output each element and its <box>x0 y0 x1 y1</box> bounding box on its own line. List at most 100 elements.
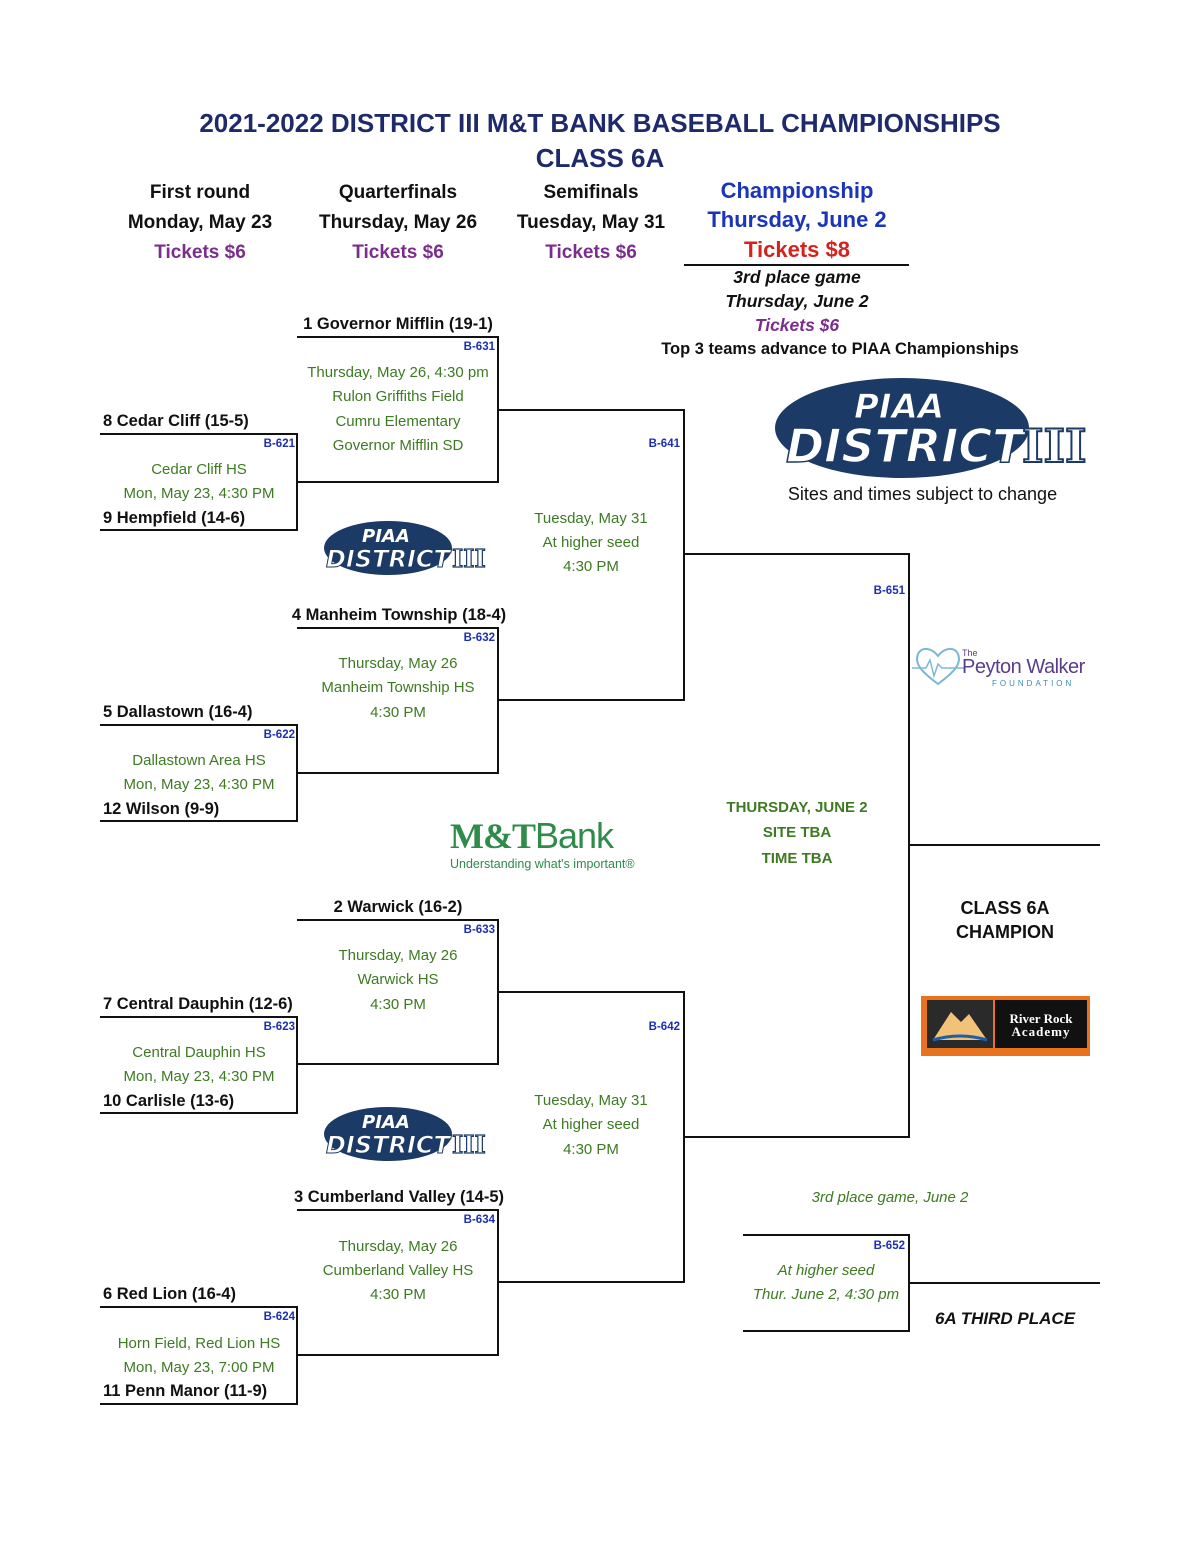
game-site: Dallastown Area HS <box>132 752 266 769</box>
game-line: Governor Mifflin SD <box>332 437 464 454</box>
round-name: Semifinals <box>543 182 639 203</box>
bracket-line <box>100 1306 297 1308</box>
game-line: Thursday, May 26 <box>338 655 458 672</box>
bracket-line <box>100 529 297 531</box>
game-line: Tuesday, May 31 <box>534 510 648 527</box>
bracket-line <box>743 1234 909 1236</box>
game-id: B-632 <box>463 632 495 644</box>
mt-tagline: Understanding what's important® <box>450 857 635 871</box>
round-name: Quarterfinals <box>338 182 458 203</box>
heart-icon <box>912 648 964 686</box>
bracket-line <box>297 336 499 338</box>
team-label: 7 Central Dauphin (12-6) <box>103 995 293 1013</box>
game-line: 4:30 PM <box>563 558 619 575</box>
bracket-line <box>297 1063 499 1065</box>
bracket-line <box>683 1136 909 1138</box>
third-place-date: Thursday, June 2 <box>725 291 869 311</box>
river-rock-academy: Academy <box>1011 1024 1071 1039</box>
piaa-district-logo-small: PIAA DISTRICT III <box>322 1105 492 1165</box>
game-line: 4:30 PM <box>370 704 426 721</box>
game-line: Warwick HS <box>357 971 439 988</box>
piaa-bottom-text: DISTRICT <box>786 419 1027 473</box>
game-line: 4:30 PM <box>370 996 426 1013</box>
river-rock-name: River Rock <box>1009 1011 1073 1026</box>
team-label: 5 Dallastown (16-4) <box>103 703 253 721</box>
bracket-line <box>297 772 499 774</box>
round-date: Thursday, June 2 <box>707 207 887 232</box>
third-place-caption: 3rd place game, June 2 <box>811 1189 969 1206</box>
round-name: First round <box>149 182 251 203</box>
bracket-line <box>296 1016 298 1114</box>
round-tickets: Tickets $8 <box>743 237 850 262</box>
team-label: 9 Hempfield (14-6) <box>103 509 246 527</box>
game-line: Rulon Griffiths Field <box>332 388 464 405</box>
piaa-roman-text: III <box>452 1130 486 1159</box>
third-place-title: 3rd place game <box>733 267 861 287</box>
team-label: 3 Cumberland Valley (14-5) <box>294 1188 504 1206</box>
round-date: Tuesday, May 31 <box>516 212 666 233</box>
game-time: Mon, May 23, 7:00 PM <box>123 1359 275 1376</box>
game-id: B-651 <box>873 585 905 597</box>
piaa-roman-text: III <box>452 544 486 573</box>
game-site: Cedar Cliff HS <box>151 461 247 478</box>
round-semifinals: Semifinals Tuesday, May 31 Tickets $6 <box>491 178 691 268</box>
piaa-bottom-text: DISTRICT <box>326 545 452 573</box>
third-place-tickets: Tickets $6 <box>754 315 840 335</box>
champion-line1: CLASS 6A <box>960 898 1050 918</box>
round-date: Monday, May 23 <box>127 212 273 233</box>
peyton-the: The <box>962 648 978 658</box>
bracket-line <box>497 699 684 701</box>
game-site: Central Dauphin HS <box>132 1044 266 1061</box>
team-label: 4 Manheim Township (18-4) <box>291 606 507 624</box>
round-name: Championship <box>720 178 874 203</box>
bracket-line <box>297 481 499 483</box>
round-quarterfinals: Quarterfinals Thursday, May 26 Tickets $… <box>298 178 498 268</box>
advance-note: Top 3 teams advance to PIAA Championship… <box>661 340 1019 358</box>
bracket-line <box>100 433 297 435</box>
piaa-bottom-text: DISTRICT <box>326 1131 452 1159</box>
game-id: B-623 <box>263 1021 295 1033</box>
third-place-line: Thur. June 2, 4:30 pm <box>752 1286 900 1303</box>
round-tickets: Tickets $6 <box>545 242 637 263</box>
game-id: B-622 <box>263 729 295 741</box>
peyton-name: Peyton Walker <box>962 656 1085 678</box>
bracket-line <box>743 1330 909 1332</box>
team-label: 8 Cedar Cliff (15-5) <box>103 412 249 430</box>
bracket-line <box>297 627 499 629</box>
sites-note: Sites and times subject to change <box>787 484 1058 504</box>
game-line: Thursday, May 26 <box>338 1238 458 1255</box>
final-line: TIME TBA <box>761 850 833 867</box>
bracket-line <box>497 1281 684 1283</box>
page-title: 2021-2022 DISTRICT III M&T BANK BASEBALL… <box>199 108 1001 138</box>
piaa-top-text: PIAA <box>854 387 944 427</box>
piaa-district-logo: PIAA DISTRICT III <box>774 376 1094 486</box>
mt-bank-logo: M&TBank Understanding what's important® <box>450 815 670 871</box>
game-time: Mon, May 23, 4:30 PM <box>123 1068 275 1085</box>
peyton-foundation: FOUNDATION <box>992 679 1075 688</box>
team-label: 12 Wilson (9-9) <box>103 800 220 818</box>
round-tickets: Tickets $6 <box>154 242 246 263</box>
game-line: Cumberland Valley HS <box>322 1262 474 1279</box>
game-line: Tuesday, May 31 <box>534 1092 648 1109</box>
bracket-line <box>100 820 297 822</box>
team-label: 6 Red Lion (16-4) <box>103 1285 236 1303</box>
championship-divider <box>684 264 909 266</box>
bracket-line <box>297 1209 499 1211</box>
champion-line <box>908 844 1100 846</box>
game-id: B-631 <box>463 341 495 353</box>
game-id: B-624 <box>263 1311 295 1323</box>
round-championship: Championship Thursday, June 2 Tickets $8 <box>682 176 912 265</box>
game-id: B-633 <box>463 924 495 936</box>
round-first: First round Monday, May 23 Tickets $6 <box>100 178 300 268</box>
game-time: Mon, May 23, 4:30 PM <box>123 485 275 502</box>
game-site: Horn Field, Red Lion HS <box>117 1335 281 1352</box>
mountain-icon <box>927 1000 993 1048</box>
team-label: 11 Penn Manor (11-9) <box>103 1382 268 1400</box>
bracket-line <box>100 1112 297 1114</box>
game-line: At higher seed <box>542 1116 640 1133</box>
game-line: 4:30 PM <box>563 1141 619 1158</box>
game-id: B-642 <box>648 1021 680 1033</box>
bracket-line <box>100 1403 297 1405</box>
game-id: B-634 <box>463 1214 495 1226</box>
page-subtitle: CLASS 6A <box>535 143 665 173</box>
